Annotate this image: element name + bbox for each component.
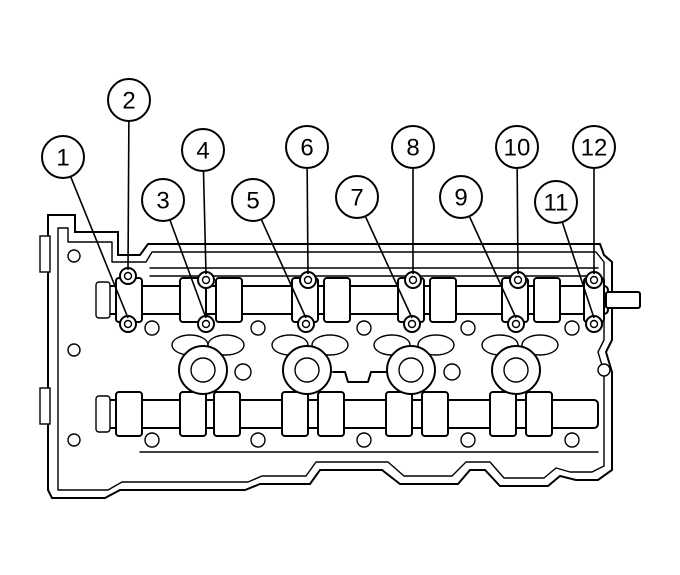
callout-leaders [69,120,595,319]
leader-line-7 [364,215,413,319]
callout-label-10: 10 [504,135,531,162]
lower-camshaft [95,395,599,433]
callout-label-2: 2 [122,88,135,115]
callout-label-12: 12 [581,135,608,162]
head-bolt-center-8 [408,275,418,285]
head-bolts [119,267,603,333]
callout-circle-4 [181,128,225,172]
spark-plug-bores [178,345,541,395]
callout-label-3: 3 [156,188,169,215]
callout-circle-5 [231,178,275,222]
head-bolt-center-2 [123,271,133,281]
head-bolt-center-6 [303,275,313,285]
head-bolt-center-3 [201,319,211,329]
callout-circle-2 [107,78,151,122]
callout-label-5: 5 [246,188,259,215]
lower-bearing-caps [115,391,553,437]
callout-circle-11 [534,180,578,224]
leader-line-2 [127,120,130,271]
head-bolt-center-1 [123,319,133,329]
upper-bearing-caps [115,277,605,323]
callout-label-9: 9 [454,185,467,212]
callout-circle-1 [41,135,85,179]
callout-label-6: 6 [300,135,313,162]
side-bolts [67,249,611,448]
callout-label-1: 1 [56,145,69,172]
callout-circle-6 [285,125,329,169]
head-bolt-center-5 [301,319,311,329]
callout-circle-8 [391,125,435,169]
leader-line-11 [561,221,595,319]
callout-label-4: 4 [196,138,209,165]
callout-circle-3 [141,178,185,222]
callout-circle-10 [495,125,539,169]
leader-line-5 [260,218,307,319]
head-bolt-center-7 [407,319,417,329]
leader-line-1 [69,176,129,319]
head-bolt-center-12 [589,275,599,285]
leader-line-10 [516,167,519,275]
leader-line-3 [169,219,207,319]
callout-circle-12 [572,125,616,169]
head-bolt-center-10 [513,275,523,285]
callout-label-8: 8 [406,135,419,162]
head-bolt-center-9 [511,319,521,329]
callout-circle-9 [439,175,483,219]
callout-label-11: 11 [544,190,569,217]
head-bolt-center-11 [589,319,599,329]
callout-label-7: 7 [350,185,363,212]
head-bolt-center-4 [201,275,211,285]
callout-circle-7 [335,175,379,219]
leader-line-4 [202,170,207,275]
leader-line-6 [306,167,309,275]
leader-line-9 [468,215,517,319]
